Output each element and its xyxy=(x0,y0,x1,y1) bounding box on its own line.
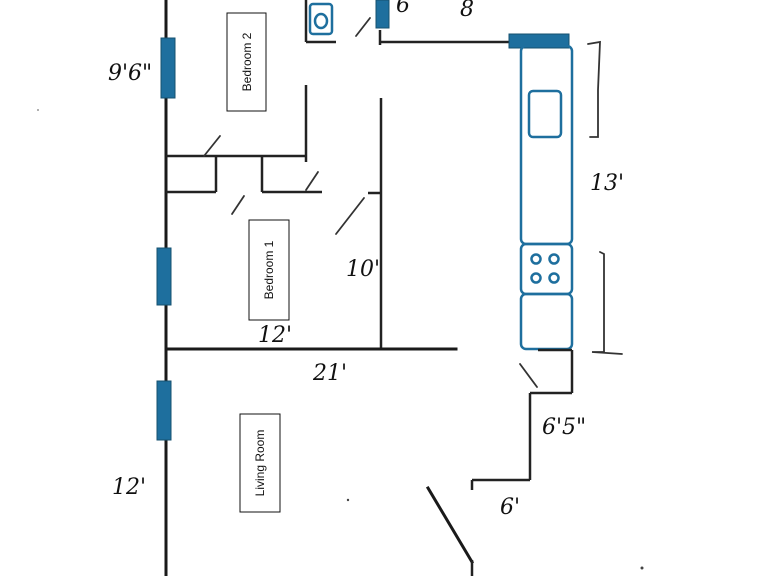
burner-icon xyxy=(530,253,542,265)
stove xyxy=(519,242,574,296)
bathroom-door xyxy=(355,17,371,37)
closet-door xyxy=(231,195,245,215)
dim-entry: 6'5" xyxy=(542,415,586,440)
entry-door xyxy=(519,363,538,388)
burner-icon xyxy=(530,272,542,284)
toilet-icon xyxy=(313,12,329,30)
room-bedroom2-box xyxy=(226,12,267,112)
window-bedroom2 xyxy=(160,37,176,99)
room-bedroom1-box xyxy=(248,219,290,321)
front-door xyxy=(425,485,475,565)
dim-top-left: 9'6" xyxy=(108,61,152,86)
room-bedroom2: Bedroom 2 xyxy=(226,12,267,112)
dim-top-six: 6 xyxy=(396,0,410,18)
kitchen-counter-lower xyxy=(519,292,574,351)
room-bedroom1: Bedroom 1 xyxy=(248,219,290,321)
dim-living-height: 12' xyxy=(112,475,146,500)
room-bedroom2-label: Bedroom 2 xyxy=(240,32,254,91)
bathroom-window xyxy=(375,0,390,29)
room-living-box xyxy=(239,413,281,513)
bedroom1-door xyxy=(335,197,365,235)
kitchen-window xyxy=(508,33,570,49)
room-living: Living Room xyxy=(239,413,281,513)
dim-bedroom1-height: 10' xyxy=(346,257,380,282)
room-living-label: Living Room xyxy=(253,430,267,497)
kitchen-dimension-bracket-top xyxy=(587,40,601,138)
dim-kitchen: 13' xyxy=(590,171,624,196)
dim-middle: 21' xyxy=(312,361,347,386)
kitchen-sink xyxy=(527,89,563,139)
bedroom2-door xyxy=(203,135,221,157)
scan-speck xyxy=(346,498,350,502)
dim-top-right: 8 xyxy=(460,0,474,22)
kitchen-dimension-bracket-bottom xyxy=(591,251,623,355)
scan-speck xyxy=(640,566,644,570)
window-living xyxy=(156,380,172,441)
kitchen-counter xyxy=(519,44,574,246)
bathroom-sink xyxy=(308,2,334,36)
dim-bedroom1-width: 12' xyxy=(258,323,292,348)
room-bedroom1-label: Bedroom 1 xyxy=(262,240,276,299)
dim-bottom-six: 6' xyxy=(500,495,520,520)
burner-icon xyxy=(548,253,560,265)
burner-icon xyxy=(548,272,560,284)
window-bedroom1 xyxy=(156,247,172,306)
bedroom2-door-2 xyxy=(305,171,319,191)
scan-speck xyxy=(37,109,39,111)
